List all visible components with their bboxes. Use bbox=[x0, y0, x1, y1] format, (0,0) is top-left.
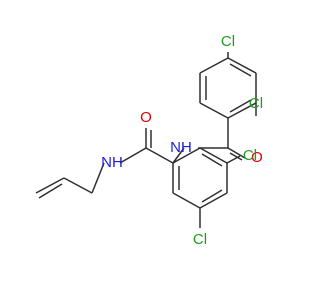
bond-n-central bbox=[172, 147, 185, 164]
chlorine-label-right: Cl bbox=[243, 147, 257, 164]
bond-ring2-double-b bbox=[201, 189, 223, 203]
bond-ring2-4 bbox=[199, 192, 228, 209]
oxygen-label-lower: O bbox=[140, 109, 152, 126]
bond-allyl-1 bbox=[91, 162, 105, 194]
bond-ring1-double-c bbox=[229, 63, 252, 77]
chlorine-label-top: Cl bbox=[221, 33, 235, 50]
bond-upper-carbonyl-o-double bbox=[229, 152, 243, 161]
bond-ring1-6 bbox=[227, 57, 257, 74]
bond-ring2-3 bbox=[172, 192, 201, 209]
chlorine-label-ortho: Cl bbox=[249, 95, 263, 112]
bond-ring1-1 bbox=[199, 57, 229, 74]
bond-ring2-1 bbox=[172, 147, 201, 164]
bond-ring2-double-c bbox=[201, 153, 223, 167]
chlorine-label-bottom: Cl bbox=[193, 231, 207, 248]
bond-lower-carbonyl-n bbox=[119, 147, 147, 164]
nitrogen-label-upper: NH bbox=[170, 139, 192, 156]
bond-ring1-4 bbox=[227, 102, 257, 119]
molecule-canvas: Cl Cl NH O O NH Cl Cl bbox=[35, 32, 264, 248]
bond-central-lower-carbonyl bbox=[145, 147, 174, 164]
molecule-structure: Cl Cl NH O O NH Cl Cl bbox=[35, 33, 263, 248]
nitrogen-label-lower: NH bbox=[101, 154, 123, 171]
bond-ring2-6 bbox=[199, 147, 228, 164]
bond-ring1-3 bbox=[199, 102, 229, 119]
bond-allyl-3 bbox=[35, 177, 65, 194]
bond-ring1-double-b bbox=[229, 99, 252, 113]
bond-upper-carbonyl-o bbox=[227, 147, 246, 159]
bond-allyl-2 bbox=[63, 177, 93, 194]
bond-allyl-3-double bbox=[38, 183, 63, 199]
oxygen-label-upper: O bbox=[251, 149, 263, 166]
bond-cl-right bbox=[226, 155, 241, 164]
